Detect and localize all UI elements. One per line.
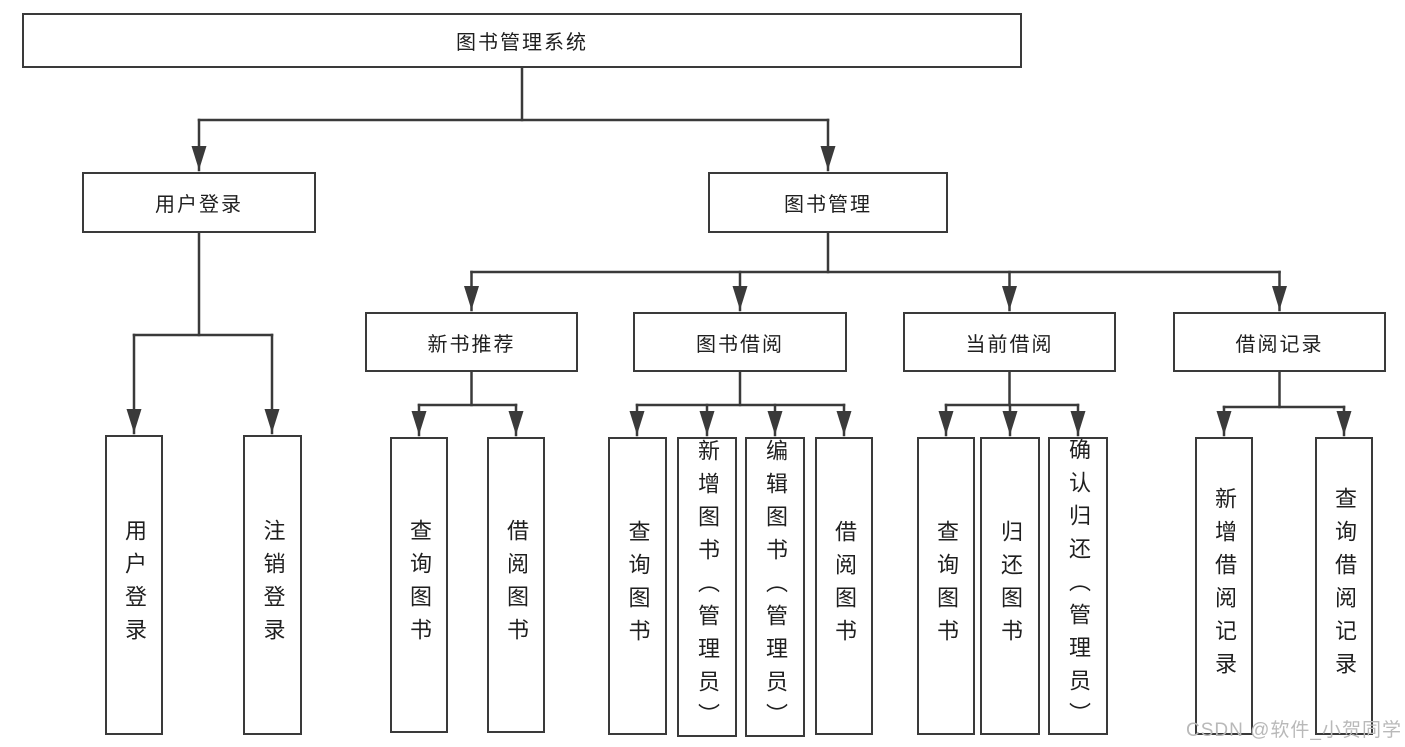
node-current-borrow-label: 当前借阅 — [965, 333, 1054, 356]
leaf-query-borrow-record-label: 查询借阅记录 — [1332, 487, 1357, 685]
leaf-confirm-return-admin: 确认归还（管理员） — [1048, 437, 1108, 735]
node-current-borrow: 当前借阅 — [903, 312, 1116, 372]
leaf-add-books-admin-label: 新增图书（管理员） — [695, 438, 720, 736]
leaf-user-login: 用户登录 — [105, 435, 163, 735]
leaf-logout: 注销登录 — [243, 435, 302, 735]
watermark: CSDN @软件_小贺同学 — [1186, 720, 1402, 741]
leaf-query-books-current: 查询图书 — [917, 437, 975, 735]
leaf-query-books-recommend: 查询图书 — [390, 437, 448, 733]
leaf-query-books-current-label: 查询图书 — [934, 520, 959, 652]
node-new-book-recommend-label: 新书推荐 — [427, 333, 516, 356]
node-root-label: 图书管理系统 — [456, 32, 588, 54]
leaf-query-books-borrow: 查询图书 — [608, 437, 667, 735]
leaf-query-books-recommend-label: 查询图书 — [407, 519, 432, 651]
node-new-book-recommend: 新书推荐 — [365, 312, 578, 372]
node-book-borrow: 图书借阅 — [633, 312, 847, 372]
leaf-borrow-books: 借阅图书 — [815, 437, 873, 735]
leaf-return-books: 归还图书 — [980, 437, 1040, 735]
leaf-user-login-label: 用户登录 — [122, 519, 147, 651]
leaf-borrow-books-label: 借阅图书 — [832, 520, 857, 652]
leaf-edit-books-admin: 编辑图书（管理员） — [745, 437, 805, 737]
node-user-login: 用户登录 — [82, 172, 316, 233]
leaf-add-borrow-record: 新增借阅记录 — [1195, 437, 1253, 735]
leaf-return-books-label: 归还图书 — [998, 520, 1023, 652]
node-borrow-records-label: 借阅记录 — [1235, 333, 1324, 356]
leaf-logout-label: 注销登录 — [260, 519, 286, 651]
leaf-add-borrow-record-label: 新增借阅记录 — [1212, 487, 1237, 685]
node-root: 图书管理系统 — [22, 13, 1022, 68]
node-borrow-records: 借阅记录 — [1173, 312, 1386, 372]
node-book-management-label: 图书管理 — [784, 194, 872, 216]
node-user-login-label: 用户登录 — [155, 194, 243, 216]
leaf-add-books-admin: 新增图书（管理员） — [677, 437, 737, 737]
leaf-borrow-books-recommend: 借阅图书 — [487, 437, 545, 733]
leaf-query-books-borrow-label: 查询图书 — [625, 520, 651, 652]
node-book-borrow-label: 图书借阅 — [696, 333, 784, 356]
leaf-query-borrow-record: 查询借阅记录 — [1315, 437, 1373, 735]
leaf-edit-books-admin-label: 编辑图书（管理员） — [763, 438, 788, 736]
node-book-management: 图书管理 — [708, 172, 948, 233]
leaf-borrow-books-recommend-label: 借阅图书 — [504, 519, 529, 651]
leaf-confirm-return-admin-label: 确认归还（管理员） — [1066, 437, 1091, 735]
